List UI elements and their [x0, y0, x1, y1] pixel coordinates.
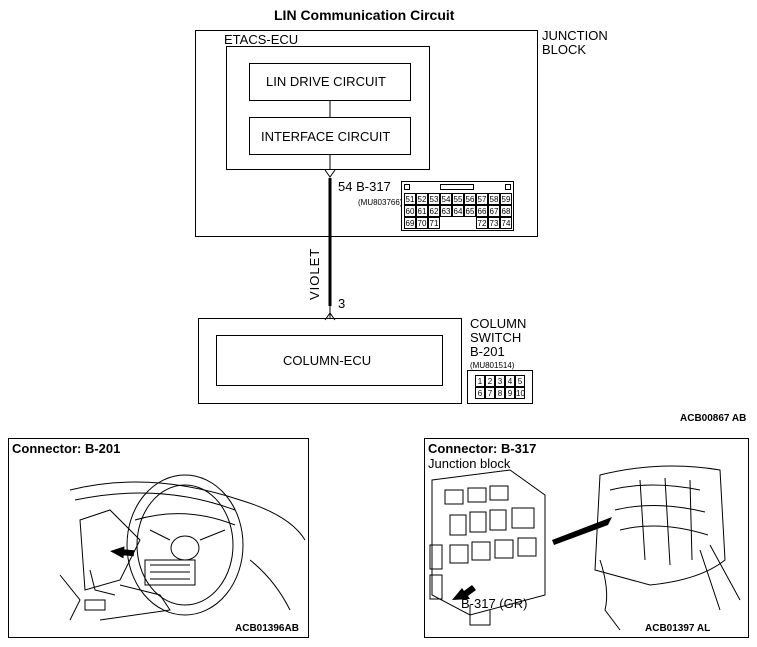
b317-pin-61: 61: [416, 205, 428, 217]
interface-circuit-label: INTERFACE CIRCUIT: [261, 129, 391, 144]
panel-right: [424, 438, 749, 638]
b317-pin-68: 68: [500, 205, 512, 217]
junction-block-box: [195, 30, 538, 237]
b317-pin-64: 64: [452, 205, 464, 217]
etacs-ecu-label: ETACS-ECU: [224, 32, 299, 47]
column-ecu-label: COLUMN-ECU: [283, 353, 372, 368]
panel-right-callout: B-317 (GR): [461, 596, 528, 611]
b317-pin-55: 55: [452, 193, 464, 205]
b317-pin-56: 56: [464, 193, 476, 205]
b317-arrow: [452, 585, 476, 600]
etacs-ecu-box: [226, 46, 430, 170]
diagram-title: LIN Communication Circuit: [274, 7, 455, 23]
b317-pin-58: 58: [488, 193, 500, 205]
b317-pin-69: 69: [404, 217, 416, 229]
connector-b317-tab-left: [404, 184, 410, 190]
connector-b317-latch: [440, 184, 474, 190]
b201-pin-4: 4: [505, 375, 515, 387]
b317-pin-65: 65: [464, 205, 476, 217]
column-ecu-box: [216, 335, 443, 386]
b201-pin-9: 9: [505, 387, 515, 399]
column-switch-box: [198, 318, 462, 404]
interface-circuit-box: [249, 117, 411, 155]
b201-pin-7: 7: [485, 387, 495, 399]
b317-pin-63: 63: [440, 205, 452, 217]
junction-block-label: JUNCTION BLOCK: [542, 28, 608, 57]
wire-top-part: (MU803766): [358, 198, 403, 207]
pointer-wedge: [552, 517, 612, 545]
b317-pin-67: 67: [488, 205, 500, 217]
b201-pin-1: 1: [475, 375, 485, 387]
column-switch-part: (MU801514): [470, 361, 515, 370]
b201-pin-8: 8: [495, 387, 505, 399]
b317-pin-74: 74: [500, 217, 512, 229]
b317-pin-62: 62: [428, 205, 440, 217]
panel-right-code: ACB01397 AL: [645, 623, 711, 634]
panel-left-code: ACB01396AB: [235, 623, 299, 634]
panel-left: [8, 438, 309, 638]
wire-top-pin: 54 B-317: [338, 179, 391, 194]
b317-pin-52: 52: [416, 193, 428, 205]
lin-drive-circuit-box: [249, 63, 411, 101]
b317-pin-53: 53: [428, 193, 440, 205]
b317-pin-51: 51: [404, 193, 416, 205]
b201-pin-2: 2: [485, 375, 495, 387]
panel-right-subtitle: Junction block: [428, 456, 511, 471]
b201-pin-10: 10: [515, 387, 525, 399]
lin-drive-circuit-label: LIN DRIVE CIRCUIT: [266, 74, 386, 89]
pin-chevron-top: [324, 169, 336, 178]
b317-pin-66: 66: [476, 205, 488, 217]
b317-pin-71: 71: [428, 217, 440, 229]
b317-pin-73: 73: [488, 217, 500, 229]
b317-pin-72: 72: [476, 217, 488, 229]
b317-pin-60: 60: [404, 205, 416, 217]
panel-left-title: Connector: B-201: [12, 441, 121, 456]
b317-pin-70: 70: [416, 217, 428, 229]
b317-pin-57: 57: [476, 193, 488, 205]
b317-pin-54: 54: [440, 193, 452, 205]
b201-pin-5: 5: [515, 375, 525, 387]
wire-bottom-pin: 3: [338, 296, 346, 311]
column-switch-label: COLUMN SWITCH B-201: [470, 316, 527, 359]
b201-pin-6: 6: [475, 387, 485, 399]
connector-b317-tab-right: [505, 184, 511, 190]
diagram-code: ACB00867 AB: [680, 413, 747, 424]
b201-arrow: [110, 546, 135, 559]
panel-right-title: Connector: B-317: [428, 441, 537, 456]
b201-pin-3: 3: [495, 375, 505, 387]
b317-pin-59: 59: [500, 193, 512, 205]
